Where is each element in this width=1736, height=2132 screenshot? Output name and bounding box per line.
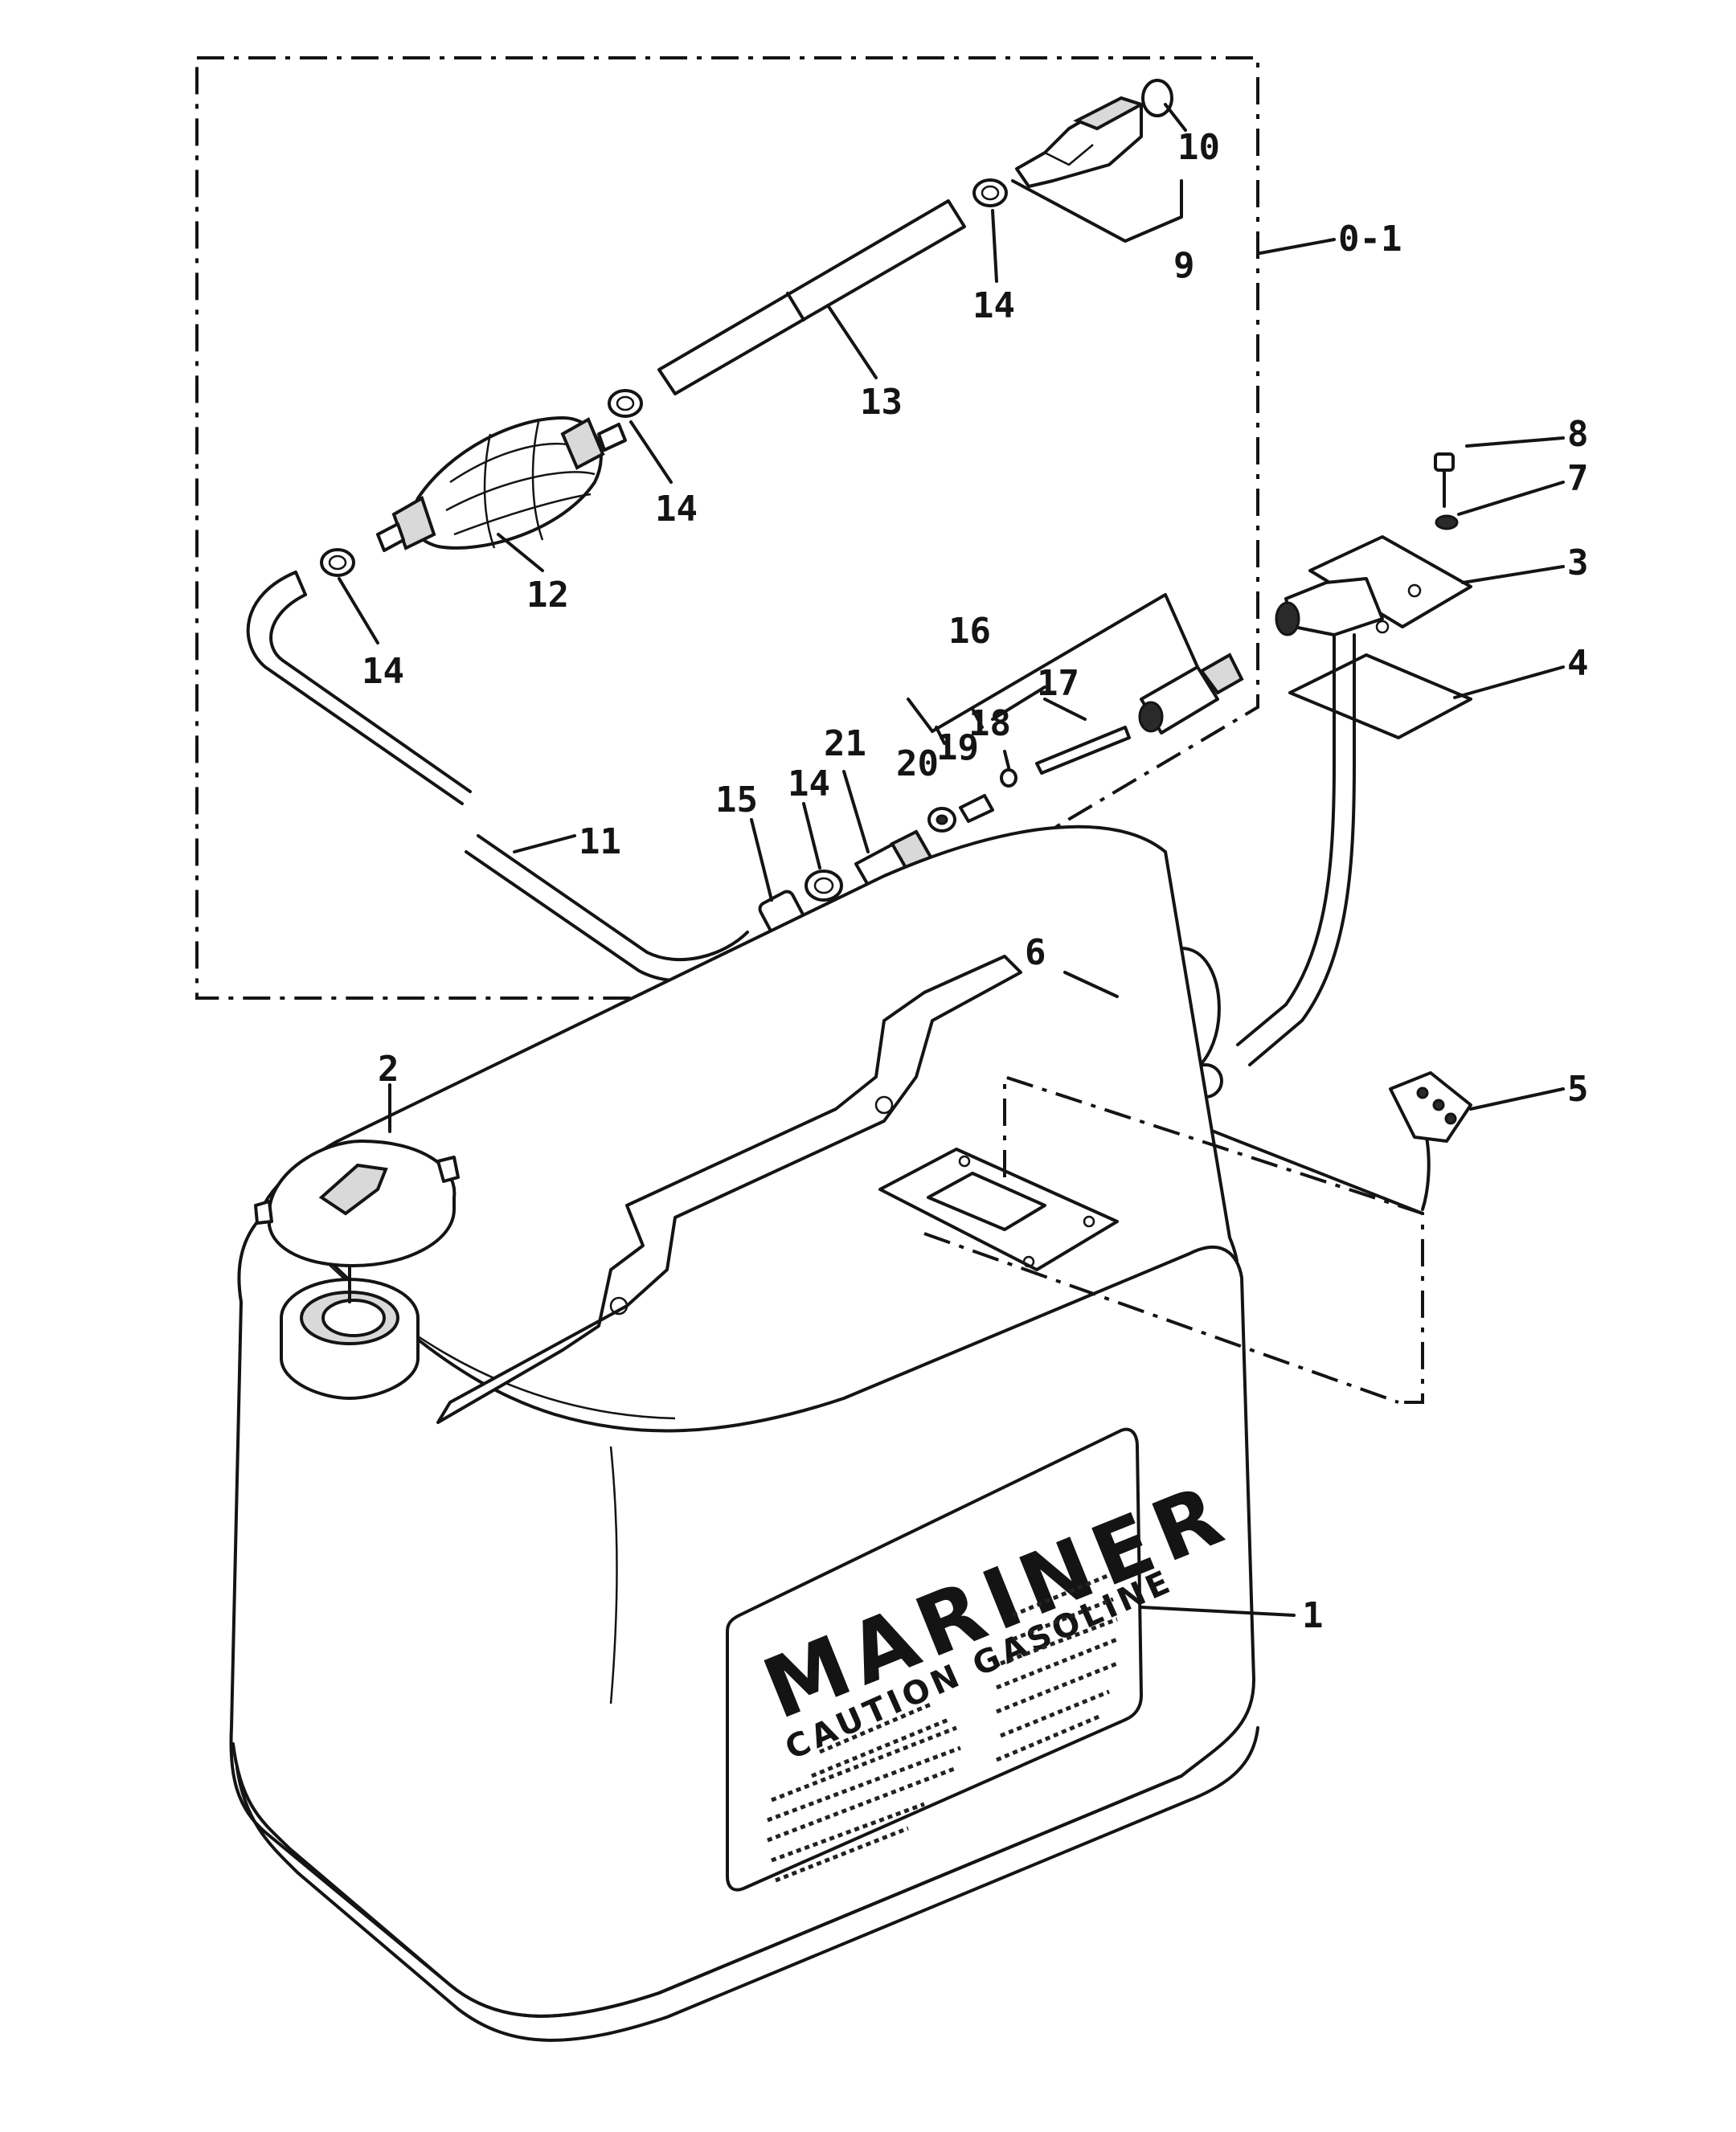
callout-0-1: 0-1 — [1338, 219, 1402, 260]
leader-lines — [338, 103, 1565, 1617]
callout-8: 8 — [1567, 414, 1589, 455]
gasket-4 — [1288, 653, 1472, 739]
callout-14d: 14 — [788, 763, 830, 804]
callout-1: 1 — [1302, 1595, 1324, 1636]
callout-14a: 14 — [972, 285, 1015, 326]
pickup-cover-3 — [1275, 535, 1472, 636]
valve-stem-17 — [1035, 726, 1131, 775]
engine-connector-9 — [1015, 96, 1146, 188]
callout-3: 3 — [1567, 542, 1589, 583]
fuel-hose-13 — [657, 199, 966, 395]
decal-fine-print — [767, 1573, 1118, 1883]
screw-8 — [1434, 452, 1455, 508]
callout-12: 12 — [526, 575, 569, 616]
hose-clamp-14c — [972, 178, 1008, 207]
pickup-tube — [1236, 633, 1356, 1066]
hose-clamp-14b — [608, 389, 643, 418]
callout-7: 7 — [1567, 458, 1589, 499]
callout-6: 6 — [1025, 932, 1046, 973]
callout-16: 16 — [948, 611, 991, 652]
callout-20: 20 — [896, 743, 939, 784]
callout-17: 17 — [1037, 663, 1079, 704]
callout-15: 15 — [715, 780, 758, 820]
callout-2: 2 — [378, 1049, 399, 1090]
o-ring-18 — [1000, 768, 1017, 788]
o-ring-10 — [1141, 79, 1173, 117]
fuel-hose-11 — [246, 571, 757, 983]
callout-21: 21 — [824, 723, 866, 764]
callout-4: 4 — [1567, 643, 1589, 684]
callout-10: 10 — [1177, 127, 1220, 168]
callout-14b: 14 — [655, 489, 698, 530]
callout-9: 9 — [1173, 245, 1195, 286]
callout-19: 19 — [936, 727, 979, 768]
washer-20 — [927, 807, 956, 833]
valve-19 — [959, 794, 994, 823]
callout-13: 13 — [860, 382, 903, 423]
hose-clamp-14a — [320, 548, 355, 577]
primer-bulb-12 — [376, 416, 627, 552]
callout-14c: 14 — [362, 651, 404, 692]
callout-11: 11 — [579, 821, 621, 862]
hose-clamp-14d — [805, 870, 843, 902]
washer-7 — [1435, 514, 1459, 530]
fuel-tank-1 — [229, 825, 1259, 2042]
gauge-pointer-5 — [1389, 1071, 1472, 1143]
callout-5: 5 — [1567, 1069, 1589, 1110]
tank-connector-16 — [1138, 653, 1244, 735]
fuel-cap-2 — [254, 1140, 460, 1267]
callout-18: 18 — [968, 703, 1011, 744]
